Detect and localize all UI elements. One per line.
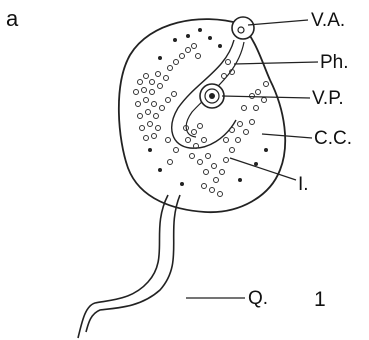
leader-lines	[186, 20, 318, 298]
label-ph: Ph.	[320, 52, 349, 73]
body-outline	[119, 19, 285, 212]
label-cc: C.C.	[314, 128, 352, 149]
figure-number: 1	[314, 288, 326, 311]
label-vp: V.P.	[312, 88, 344, 109]
cell-clusters	[134, 44, 269, 197]
vp-organ	[200, 84, 224, 108]
label-tail: Q.	[248, 288, 268, 309]
panel-letter: a	[6, 6, 19, 31]
label-va: V.A.	[311, 10, 345, 31]
tail	[78, 195, 180, 338]
vesicle-va	[232, 17, 254, 39]
label-intestine: I.	[298, 174, 309, 195]
